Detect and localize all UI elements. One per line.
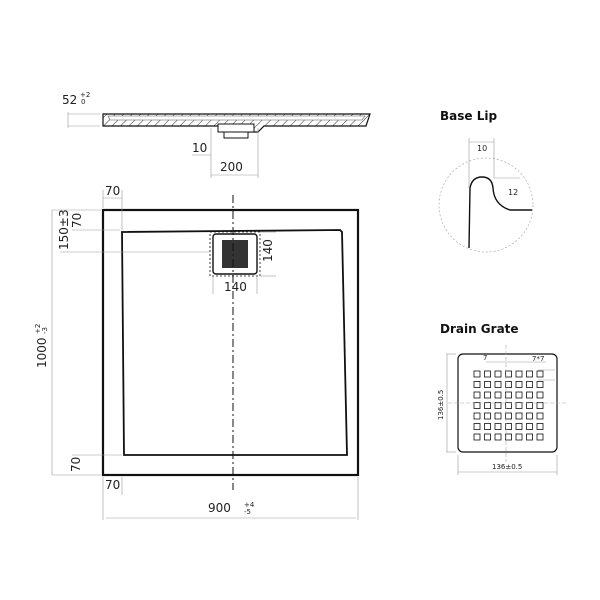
plan-width-tol-upper: +4 xyxy=(244,501,255,509)
plan-length-tol-upper: +2 xyxy=(34,324,42,334)
grate-hole xyxy=(473,412,481,420)
grate-hole xyxy=(473,402,481,409)
grate-hole xyxy=(515,412,523,420)
drain-grate-detail xyxy=(446,345,567,475)
side-height-tol-lower: 0 xyxy=(81,98,85,106)
grate-hole xyxy=(505,391,512,399)
plan-drain-height-label: 140 xyxy=(261,239,275,262)
side-height-label: 52 xyxy=(62,93,77,107)
grate-hole xyxy=(505,412,512,420)
grate-hole xyxy=(484,433,491,441)
grate-hole xyxy=(526,433,533,441)
grate-hole xyxy=(526,370,533,378)
grate-height-label: 136±0.5 xyxy=(437,390,445,420)
grate-hole xyxy=(526,381,533,388)
grate-hole xyxy=(515,370,523,378)
grate-width-label: 136±0.5 xyxy=(492,463,522,471)
grate-hole xyxy=(515,381,523,388)
grate-hole xyxy=(515,402,523,409)
grate-hole xyxy=(536,391,544,399)
grate-hole xyxy=(473,433,481,441)
grate-hole xyxy=(484,391,491,399)
grate-hole xyxy=(494,412,502,420)
plan-length-tol-lower: -3 xyxy=(41,327,49,334)
grate-hole xyxy=(484,402,491,409)
plan-top-border-label: 70 xyxy=(105,184,120,198)
grate-hole xyxy=(515,433,523,441)
grate-hole xyxy=(473,423,481,430)
grate-hole xyxy=(526,391,533,399)
plan-length-label: 1000 xyxy=(35,337,49,368)
grate-hole xyxy=(505,381,512,388)
grate-hole xyxy=(536,381,544,388)
base-lip-detail xyxy=(438,138,534,253)
grate-hole xyxy=(505,370,512,378)
grate-hole xyxy=(536,433,544,441)
grate-hole xyxy=(536,402,544,409)
plan-view xyxy=(51,190,360,520)
grate-hole xyxy=(494,381,502,388)
grate-hole xyxy=(515,423,523,430)
side-drain-width-label: 200 xyxy=(220,160,243,174)
grate-hole xyxy=(484,370,491,378)
grate-hole xyxy=(494,433,502,441)
grate-hole xyxy=(536,370,544,378)
base-lip-height-label: 12 xyxy=(508,188,518,197)
side-height-tol-upper: +2 xyxy=(80,91,90,99)
plan-drain-offset-label: 150±3 xyxy=(57,209,71,250)
grate-hole xyxy=(484,381,491,388)
grate-hole-size-label: 7*7 xyxy=(532,355,544,363)
side-drain-offset-label: 10 xyxy=(192,141,207,155)
plan-left-top-border-label: 70 xyxy=(70,213,84,228)
side-view xyxy=(67,112,371,178)
base-lip-width-label: 10 xyxy=(477,144,487,153)
grate-hole xyxy=(536,412,544,420)
grate-hole xyxy=(473,381,481,388)
grate-hole xyxy=(505,402,512,409)
plan-width-label: 900 xyxy=(208,501,231,515)
grate-hole xyxy=(494,423,502,430)
grate-hole xyxy=(515,391,523,399)
grate-hole xyxy=(526,412,533,420)
grate-hole xyxy=(484,423,491,430)
grate-hole xyxy=(494,402,502,409)
grate-hole xyxy=(505,433,512,441)
plan-left-bottom-border-label: 70 xyxy=(69,457,83,472)
grate-hole-spacing-label: 7 xyxy=(483,354,487,362)
grate-hole xyxy=(526,402,533,409)
drain-grate-title: Drain Grate xyxy=(440,322,519,336)
base-lip-title: Base Lip xyxy=(440,109,497,123)
grate-hole xyxy=(484,412,491,420)
grate-hole xyxy=(505,423,512,430)
plan-width-tol-lower: -5 xyxy=(244,508,251,516)
plan-bottom-border-label: 70 xyxy=(105,478,120,492)
grate-hole xyxy=(494,370,502,378)
grate-hole xyxy=(473,391,481,399)
grate-hole xyxy=(526,423,533,430)
grate-hole xyxy=(536,423,544,430)
grate-hole xyxy=(473,370,481,378)
grate-hole xyxy=(494,391,502,399)
plan-drain-width-label: 140 xyxy=(224,280,247,294)
